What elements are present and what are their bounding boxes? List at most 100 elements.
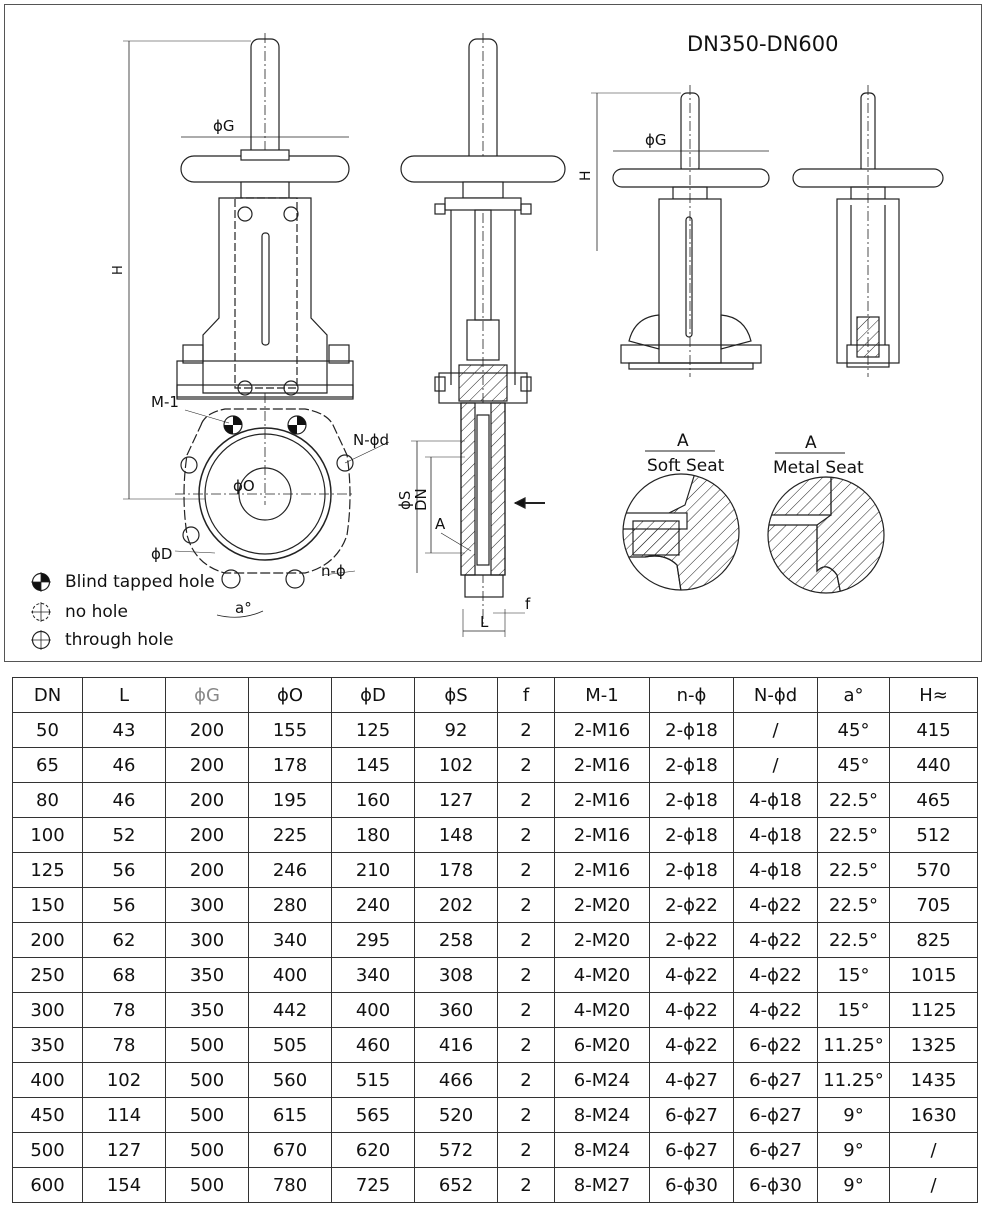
table-cell: 127 <box>414 782 498 818</box>
table-cell: 350 <box>165 957 249 993</box>
blind-tapped-hole-icon <box>31 572 51 592</box>
table-cell: 2-ϕ18 <box>649 817 734 853</box>
table-cell: 6-M24 <box>554 1062 650 1098</box>
front-view <box>123 33 390 618</box>
table-cell: 4-ϕ18 <box>733 782 818 818</box>
table-cell: 6-ϕ27 <box>733 1062 818 1098</box>
table-cell: 2-ϕ18 <box>649 782 734 818</box>
header-cell: ϕO <box>248 677 332 713</box>
table-cell: 300 <box>165 887 249 923</box>
table-cell: 360 <box>414 992 498 1028</box>
table-cell: 725 <box>331 1167 415 1203</box>
table-cell: 2 <box>497 992 555 1028</box>
table-cell: 2 <box>497 817 555 853</box>
label-Nphid: N-ϕd <box>353 431 389 449</box>
label-H2: H <box>578 170 594 181</box>
table-cell: 2-M16 <box>554 817 650 853</box>
table-cell: 460 <box>331 1027 415 1063</box>
technical-drawing: H ϕG M-1 N-ϕd ϕO ϕD n-ϕ a° <box>4 4 982 662</box>
table-cell: 127 <box>82 1132 166 1168</box>
label-phiG2: ϕG <box>645 131 667 149</box>
table-cell: 2-ϕ18 <box>649 747 734 783</box>
table-cell: 340 <box>331 957 415 993</box>
table-cell: 200 <box>165 852 249 888</box>
table-cell: 515 <box>331 1062 415 1098</box>
table-header-row: DN L ϕG ϕO ϕD ϕS f M-1 n-ϕ N-ϕd a° H≈ <box>12 677 978 713</box>
table-cell: 620 <box>331 1132 415 1168</box>
table-cell: 825 <box>889 922 978 958</box>
through-hole-icon <box>31 630 51 650</box>
table-cell: 100 <box>12 817 83 853</box>
table-cell: 125 <box>331 712 415 748</box>
table-cell: 2 <box>497 1062 555 1098</box>
legend-label: no hole <box>65 602 128 622</box>
table-cell: / <box>889 1132 978 1168</box>
table-cell: 300 <box>165 922 249 958</box>
table-cell: 295 <box>331 922 415 958</box>
table-cell: 52 <box>82 817 166 853</box>
table-cell: 1435 <box>889 1062 978 1098</box>
table-cell: 400 <box>331 992 415 1028</box>
table-cell: 4-ϕ22 <box>649 957 734 993</box>
table-cell: 102 <box>414 747 498 783</box>
soft-seat-title: Soft Seat <box>647 456 725 476</box>
table-cell: 160 <box>331 782 415 818</box>
table-cell: 440 <box>889 747 978 783</box>
table-cell: 465 <box>889 782 978 818</box>
header-cell: ϕS <box>414 677 498 713</box>
table-cell: 92 <box>414 712 498 748</box>
table-cell: 9° <box>817 1167 890 1203</box>
table-cell: 65 <box>12 747 83 783</box>
table-cell: 416 <box>414 1027 498 1063</box>
table-cell: 6-ϕ27 <box>733 1097 818 1133</box>
table-cell: 308 <box>414 957 498 993</box>
table-cell: 11.25° <box>817 1027 890 1063</box>
table-cell: 4-ϕ22 <box>733 957 818 993</box>
metal-seat-title: Metal Seat <box>773 458 864 478</box>
table-cell: 6-ϕ30 <box>649 1167 734 1203</box>
table-cell: 2 <box>497 957 555 993</box>
table-cell: 2-ϕ18 <box>649 852 734 888</box>
table-cell: 78 <box>82 1027 166 1063</box>
table-cell: 9° <box>817 1132 890 1168</box>
table-cell: 246 <box>248 852 332 888</box>
table-cell: 200 <box>165 712 249 748</box>
table-cell: 225 <box>248 817 332 853</box>
table-cell: 250 <box>12 957 83 993</box>
table-cell: 2-M16 <box>554 782 650 818</box>
label-f: f <box>525 595 531 613</box>
table-cell: 500 <box>165 1167 249 1203</box>
table-cell: 4-M20 <box>554 957 650 993</box>
table-cell: 500 <box>165 1062 249 1098</box>
table-cell: 125 <box>12 852 83 888</box>
header-cell: L <box>82 677 166 713</box>
table-cell: 615 <box>248 1097 332 1133</box>
label-A: A <box>435 515 446 533</box>
table-cell: 6-ϕ27 <box>649 1132 734 1168</box>
table-cell: 1125 <box>889 992 978 1028</box>
table-cell: 350 <box>165 992 249 1028</box>
table-cell: / <box>733 747 818 783</box>
header-cell: a° <box>817 677 890 713</box>
legend-label: Blind tapped hole <box>65 572 215 592</box>
table-cell: 145 <box>331 747 415 783</box>
table-cell: 500 <box>12 1132 83 1168</box>
header-cell: ϕG <box>165 677 249 713</box>
table-cell: 6-ϕ22 <box>733 1027 818 1063</box>
table-cell: 572 <box>414 1132 498 1168</box>
table-cell: 4-ϕ22 <box>649 992 734 1028</box>
legend-blind-tapped-hole: Blind tapped hole <box>31 569 251 595</box>
table-cell: 500 <box>165 1132 249 1168</box>
table-cell: 570 <box>889 852 978 888</box>
table-cell: 6-ϕ30 <box>733 1167 818 1203</box>
table-cell: 46 <box>82 782 166 818</box>
table-cell: 155 <box>248 712 332 748</box>
table-cell: 1015 <box>889 957 978 993</box>
table-cell: 4-ϕ22 <box>733 887 818 923</box>
